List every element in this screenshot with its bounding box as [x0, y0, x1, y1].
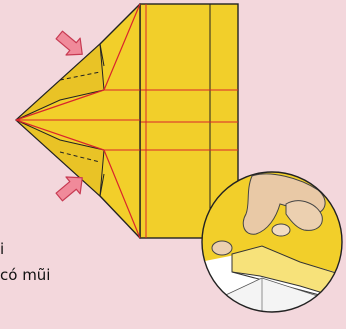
caption-line-2: có mũi — [0, 266, 50, 284]
push-arrow-top-icon — [52, 27, 89, 63]
nose-flap — [16, 4, 140, 238]
caption-line-1: i — [0, 240, 4, 258]
